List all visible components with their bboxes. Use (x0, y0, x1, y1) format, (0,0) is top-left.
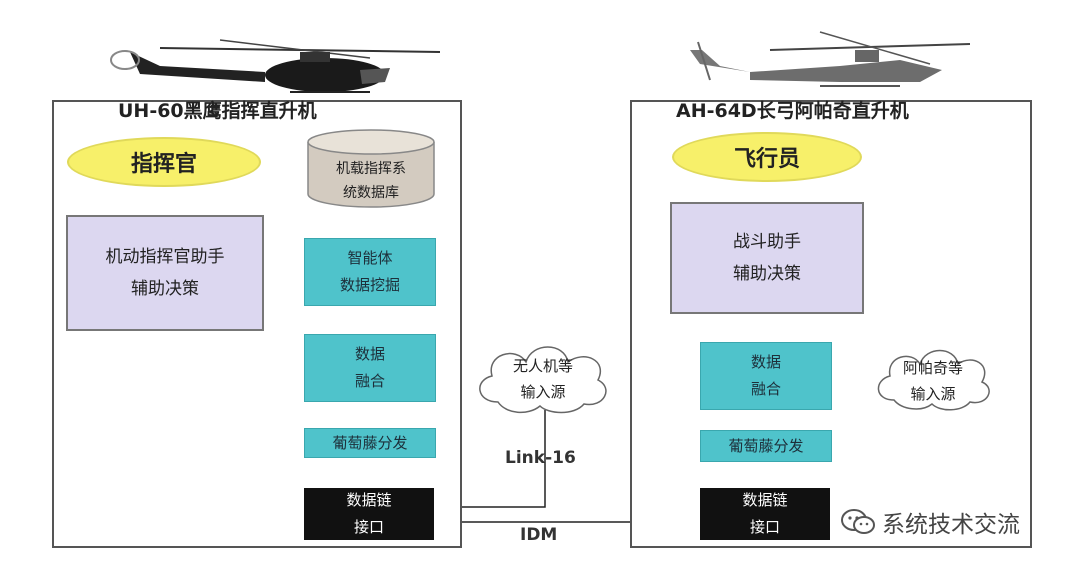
watermark: 系统技术交流 (840, 505, 1020, 539)
data-fusion-node-right: 数据 融合 (700, 342, 832, 410)
combat-assistant-line2: 辅助决策 (733, 264, 801, 284)
data-fusion-left-line2: 融合 (354, 372, 385, 390)
combat-assistant-line1: 战斗助手 (733, 231, 801, 252)
datalink-interface-left: 数据链 接口 (304, 488, 434, 540)
wechat-icon (841, 509, 875, 534)
datalink-left-line1: 数据链 (346, 491, 392, 509)
helicopter-ah64-icon (690, 31, 971, 87)
grapevine-distribution-left: 葡萄藤分发 (304, 428, 436, 458)
idm-label: IDM (520, 525, 558, 545)
datalink-interface-right: 数据链 接口 (700, 488, 830, 540)
data-fusion-right-line2: 融合 (750, 380, 781, 398)
data-mining-node: 智能体 数据挖掘 (304, 238, 436, 306)
link16-line (434, 410, 546, 511)
commander-label: 指挥官 (130, 152, 197, 177)
datalink-right-line2: 接口 (749, 518, 780, 536)
ah64-title: AH-64D长弓阿帕奇直升机 (676, 100, 909, 122)
uav-input-line1: 无人机等 (512, 357, 573, 375)
data-fusion-node-left: 数据 融合 (304, 334, 436, 402)
database-label-line2: 统数据库 (343, 184, 399, 201)
commander-assistant-node: 机动指挥官助手 辅助决策 (66, 215, 264, 331)
datalink-right-line1: 数据链 (742, 491, 788, 509)
data-fusion-right-line1: 数据 (750, 353, 781, 371)
pilot-label: 飞行员 (733, 147, 800, 172)
link16-label: Link-16 (505, 448, 576, 468)
uav-input-cloud-icon (479, 346, 607, 414)
uh60-title: UH-60黑鹰指挥直升机 (118, 100, 317, 122)
database-label-line1: 机载指挥系 (336, 161, 406, 177)
data-fusion-left-line1: 数据 (354, 345, 385, 363)
grapevine-right-label: 葡萄藤分发 (728, 436, 804, 455)
uav-input-line2: 输入源 (520, 382, 566, 401)
commander-assistant-line2: 辅助决策 (131, 279, 199, 299)
data-mining-line2: 数据挖掘 (339, 276, 400, 294)
database-label: 机载指挥系 统数据库 (306, 158, 436, 206)
pilot-node: 飞行员 (672, 132, 862, 182)
apache-input-line1: 阿帕奇等 (902, 359, 963, 377)
apache-input-line2: 输入源 (910, 384, 956, 403)
datalink-left-line2: 接口 (353, 518, 384, 536)
helicopter-uh60-icon (110, 39, 441, 93)
data-mining-line1: 智能体 (347, 249, 393, 267)
uav-input-label: 无人机等 输入源 (478, 354, 608, 405)
combat-assistant-node: 战斗助手 辅助决策 (670, 202, 864, 314)
apache-input-cloud-icon (877, 349, 990, 411)
commander-node: 指挥官 (67, 137, 261, 187)
grapevine-left-label: 葡萄藤分发 (332, 433, 408, 452)
watermark-text: 系统技术交流 (882, 512, 1020, 538)
grapevine-distribution-right: 葡萄藤分发 (700, 430, 832, 462)
onboard-database-node (307, 129, 435, 208)
apache-input-label: 阿帕奇等 输入源 (874, 356, 992, 407)
commander-assistant-line1: 机动指挥官助手 (105, 246, 225, 267)
